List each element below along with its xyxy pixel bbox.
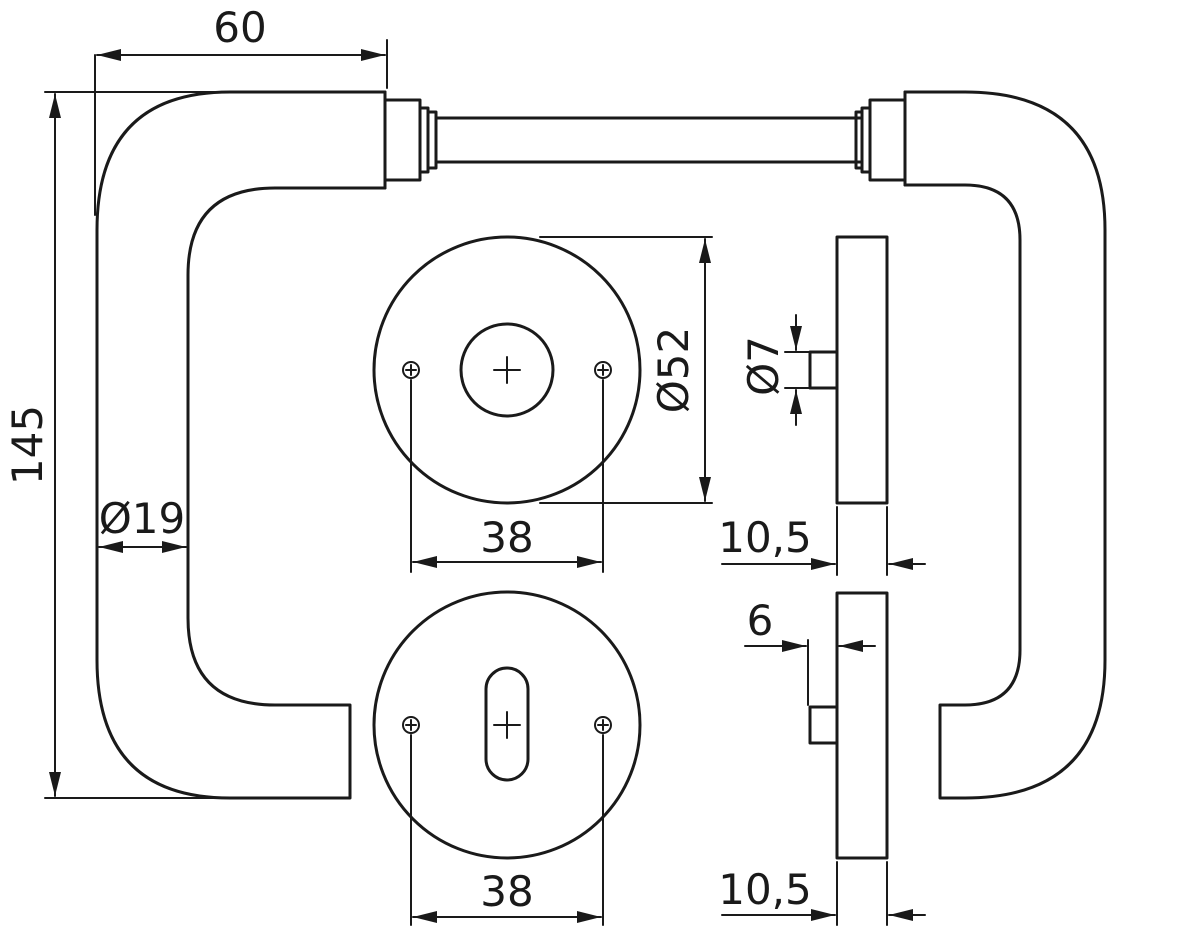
dimension-label-38-top: 38 — [480, 513, 533, 562]
dimension-label-60: 60 — [213, 3, 266, 52]
dimension-key-pin-offset: 6 — [744, 596, 876, 706]
dimension-label-6: 6 — [747, 596, 774, 645]
left-handle — [95, 90, 438, 800]
dimension-label-38-bottom: 38 — [480, 867, 533, 916]
rose-side-view-top — [808, 235, 889, 505]
right-handle — [854, 90, 1107, 800]
rose-side-view-bottom — [808, 591, 889, 860]
dimension-rose-thickness-top: 10,5 — [718, 506, 926, 576]
dimension-handle-projection: 60 — [94, 3, 388, 216]
dimension-label-10-5-bottom: 10,5 — [718, 865, 812, 914]
dimension-rose-thickness-bottom: 10,5 — [718, 861, 926, 926]
dimension-label-145: 145 — [3, 405, 52, 485]
spindle-bar — [434, 116, 862, 164]
screw-hole-left — [402, 361, 420, 379]
dimension-handle-diameter: Ø19 — [98, 494, 187, 553]
screw-hole-left-bottom — [402, 716, 420, 734]
key-rose-front-view — [372, 590, 642, 860]
dimension-label-d7: Ø7 — [739, 336, 788, 396]
dimension-spindle-diameter: Ø7 — [739, 314, 836, 426]
dimension-label-d19: Ø19 — [99, 494, 186, 543]
dimension-screw-spacing-top: 38 — [410, 379, 604, 573]
dimension-screw-spacing-bottom: 38 — [410, 734, 604, 926]
dimension-label-d52: Ø52 — [649, 327, 698, 414]
dimension-label-10-5-top: 10,5 — [718, 513, 812, 562]
dimension-rose-diameter: Ø52 — [539, 236, 713, 504]
rose-front-view — [372, 235, 642, 505]
dimension-handle-height: 145 — [3, 91, 229, 799]
screw-hole-right — [594, 361, 612, 379]
screw-hole-right-bottom — [594, 716, 612, 734]
